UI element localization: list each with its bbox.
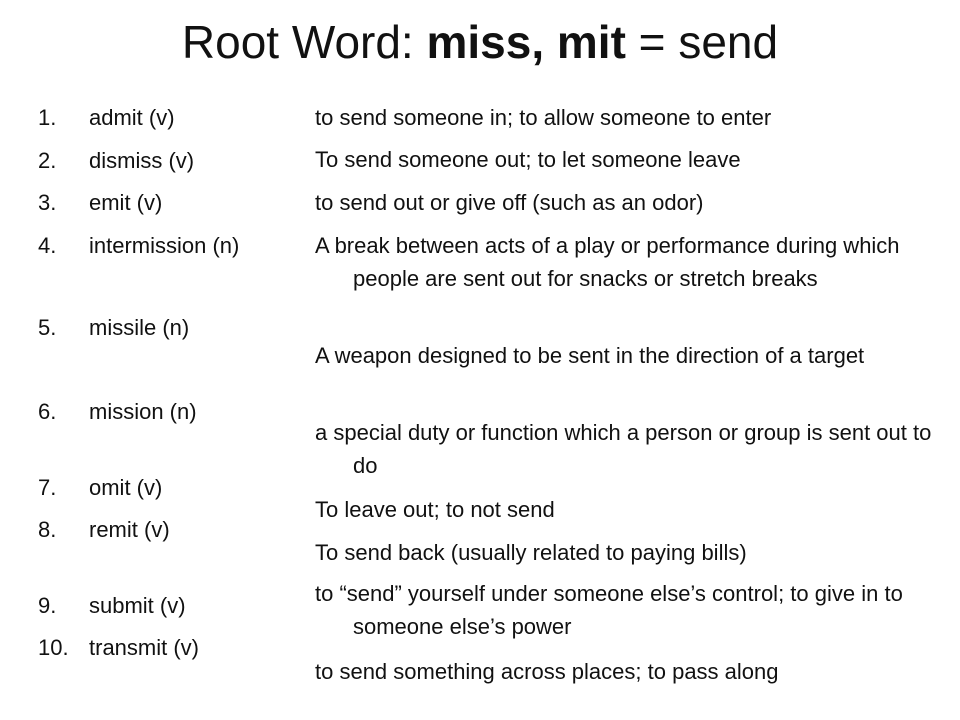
term-word: submit (v) xyxy=(89,593,186,618)
term-item: 4. intermission (n) xyxy=(38,232,239,260)
term-word: dismiss (v) xyxy=(89,148,195,173)
term-word: emit (v) xyxy=(89,190,163,215)
definition-item: A break between acts of a play or perfor… xyxy=(315,233,900,291)
definition-item: To leave out; to not send xyxy=(315,497,555,522)
term-number: 7. xyxy=(38,475,57,500)
term-item: 5. missile (n) xyxy=(38,314,189,342)
title-root-word: miss, mit xyxy=(426,16,626,68)
term-number: 5. xyxy=(38,315,57,340)
term-number: 6. xyxy=(38,399,57,424)
definition-item: to send something across places; to pass… xyxy=(315,659,779,684)
term-item: 3. emit (v) xyxy=(38,189,162,217)
page-title: Root Word: miss, mit = send xyxy=(0,10,960,74)
term-number: 2. xyxy=(38,148,57,173)
definition-item: A weapon designed to be sent in the dire… xyxy=(315,343,865,368)
term-number: 10. xyxy=(38,635,69,660)
term-item: 8. remit (v) xyxy=(38,516,170,544)
term-word: missile (n) xyxy=(89,315,190,340)
term-word: transmit (v) xyxy=(89,635,199,660)
term-word: remit (v) xyxy=(89,517,170,542)
term-item: 2. dismiss (v) xyxy=(38,147,194,175)
term-number: 3. xyxy=(38,190,57,215)
term-number: 9. xyxy=(38,593,57,618)
term-word: omit (v) xyxy=(89,475,163,500)
term-number: 1. xyxy=(38,105,57,130)
term-item: 6. mission (n) xyxy=(38,398,197,426)
term-item: 1. admit (v) xyxy=(38,104,175,132)
definition-item: To send back (usually related to paying … xyxy=(315,540,747,565)
term-item: 7. omit (v) xyxy=(38,474,162,502)
term-word: mission (n) xyxy=(89,399,197,424)
title-prefix: Root Word: xyxy=(181,16,427,68)
definition-item: to send someone in; to allow someone to … xyxy=(315,105,772,130)
definition-item: To send someone out; to let someone leav… xyxy=(315,147,741,172)
term-word: intermission (n) xyxy=(89,233,240,258)
term-item: 9. submit (v) xyxy=(38,592,186,620)
term-item: 10. transmit (v) xyxy=(38,634,199,662)
term-word: admit (v) xyxy=(89,105,175,130)
term-number: 4. xyxy=(38,233,57,258)
term-number: 8. xyxy=(38,517,57,542)
definition-item: a special duty or function which a perso… xyxy=(315,420,932,478)
definition-item: to send out or give off (such as an odor… xyxy=(315,190,704,215)
definition-item: to “send” yourself under someone else’s … xyxy=(315,581,903,639)
title-suffix: = send xyxy=(625,16,779,68)
